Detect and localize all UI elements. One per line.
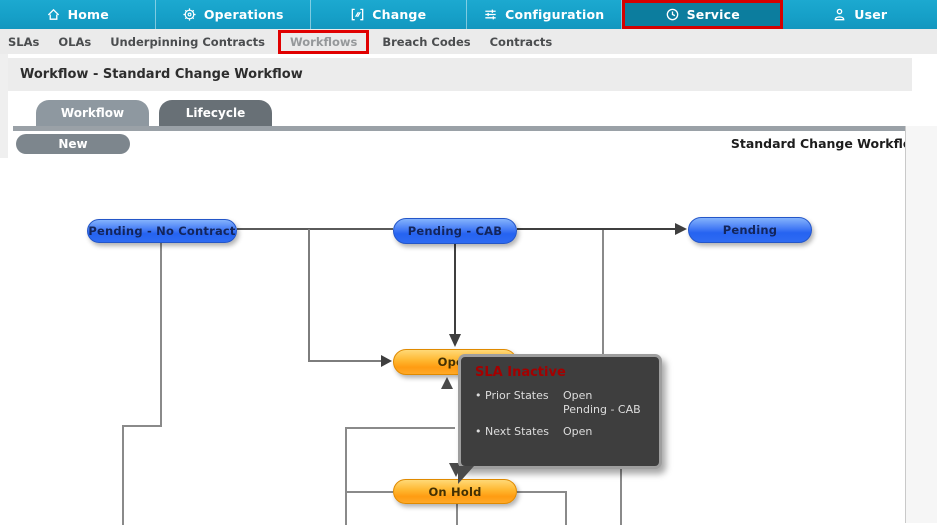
- user-icon: [832, 7, 847, 22]
- service-sub-navigation: SLAs OLAs Underpinning Contracts Workflo…: [0, 29, 937, 54]
- connector-nocontract-down: [160, 242, 162, 427]
- nav-item-configuration[interactable]: Configuration: [467, 0, 623, 29]
- content-left-gutter: [0, 54, 8, 158]
- subnav-item-olas[interactable]: OLAs: [58, 35, 91, 49]
- subnav-item-contracts[interactable]: Contracts: [490, 35, 553, 49]
- tooltip-prior-states-row: • Prior States Open Pending - CAB: [475, 389, 659, 417]
- operations-icon: [182, 7, 197, 22]
- arrowhead-into-open-top: [449, 334, 461, 347]
- connector-right-lower-vertical: [620, 462, 622, 525]
- subnav-item-underpinning-contracts[interactable]: Underpinning Contracts: [110, 35, 265, 49]
- workflow-tabs: Workflow Lifecycle: [0, 100, 937, 126]
- connector-cab-to-pending: [517, 228, 675, 230]
- workflows-highlight-box: Workflows: [278, 30, 369, 54]
- arrowhead-into-open-left: [381, 355, 392, 367]
- connector-left-bottom: [122, 425, 124, 525]
- connector-onhold-box-top: [345, 427, 455, 429]
- state-node-pending-no-contract[interactable]: Pending - No Contract: [87, 219, 237, 243]
- nav-item-label: User: [854, 7, 887, 22]
- connector-onhold-box-left: [345, 427, 347, 525]
- nav-item-home[interactable]: Home: [0, 0, 156, 29]
- nav-item-label: Operations: [204, 7, 284, 22]
- connector-cab-to-open: [454, 244, 456, 335]
- connector-into-open-left: [308, 360, 382, 362]
- nav-item-label: Change: [372, 7, 426, 22]
- tooltip-title: SLA Inactive: [475, 365, 659, 380]
- home-icon: [46, 7, 61, 22]
- nav-item-operations[interactable]: Operations: [156, 0, 312, 29]
- tooltip-prior-states-label: • Prior States: [475, 389, 563, 417]
- tab-workflow[interactable]: Workflow: [36, 100, 149, 126]
- content-right-gutter: [905, 126, 937, 523]
- connector-nocontract-cab: [237, 228, 393, 230]
- subnav-item-workflows[interactable]: Workflows: [290, 35, 357, 49]
- connector-right-vertical: [602, 230, 604, 355]
- arrowhead-into-pending: [675, 223, 687, 235]
- nav-item-change[interactable]: Change: [311, 0, 467, 29]
- connector-below-onhold: [456, 504, 458, 525]
- tooltip-next-states-row: • Next States Open: [475, 425, 659, 439]
- arrowhead-into-open-bottom: [441, 377, 453, 389]
- tab-underline-bar: [13, 126, 905, 131]
- connector-into-onhold-left: [345, 491, 393, 493]
- new-button[interactable]: New: [16, 134, 130, 154]
- subnav-item-slas[interactable]: SLAs: [8, 35, 39, 49]
- configuration-icon: [483, 7, 498, 22]
- nav-item-label: Configuration: [505, 7, 604, 22]
- nav-item-user[interactable]: User: [783, 0, 937, 29]
- page-title: Workflow - Standard Change Workflow: [20, 67, 303, 82]
- service-clock-icon: [665, 7, 680, 22]
- workflow-diagram-canvas: Pending - No Contract Pending - CAB Pend…: [0, 157, 937, 525]
- connector-onhold-right: [517, 491, 567, 493]
- tab-lifecycle[interactable]: Lifecycle: [159, 100, 272, 126]
- top-navigation: Home Operations Change Configuration Ser…: [0, 0, 937, 29]
- state-info-tooltip: SLA Inactive • Prior States Open Pending…: [458, 354, 662, 469]
- connector-left-jog: [122, 425, 162, 427]
- state-node-on-hold[interactable]: On Hold: [393, 479, 517, 504]
- connector-branch-down: [308, 229, 310, 360]
- tooltip-prior-states-values: Open Pending - CAB: [563, 389, 641, 417]
- state-node-pending[interactable]: Pending: [688, 217, 812, 243]
- nav-item-label: Home: [68, 7, 109, 22]
- state-node-pending-cab[interactable]: Pending - CAB: [393, 218, 517, 244]
- tooltip-next-states-label: • Next States: [475, 425, 563, 439]
- nav-item-label: Service: [687, 7, 740, 22]
- tooltip-tail-pointer: [458, 466, 474, 484]
- change-icon: [350, 7, 365, 22]
- workflow-name-label: Standard Change Workflow: [731, 136, 923, 151]
- tooltip-next-states-values: Open: [563, 425, 592, 439]
- subnav-item-breach-codes[interactable]: Breach Codes: [382, 35, 470, 49]
- nav-item-service[interactable]: Service: [622, 0, 783, 29]
- connector-onhold-right-down: [565, 491, 567, 525]
